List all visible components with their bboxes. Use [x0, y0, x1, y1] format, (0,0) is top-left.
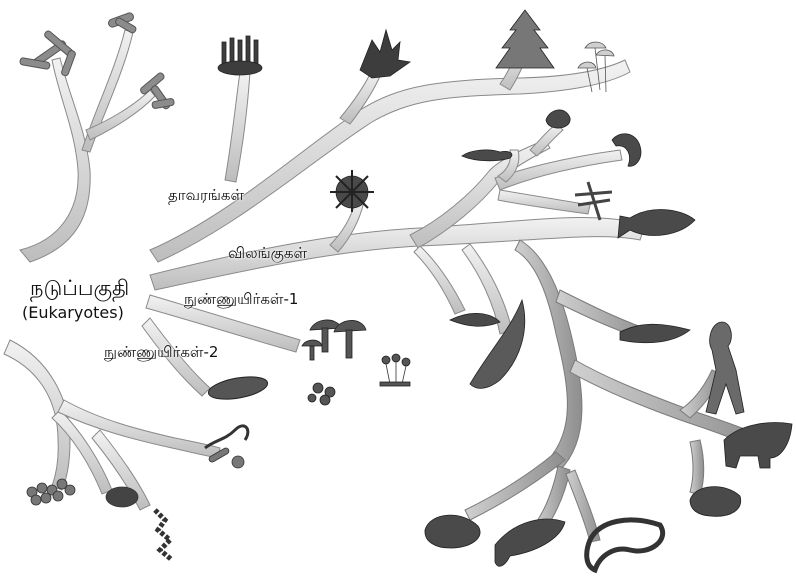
- round-bacteria: [232, 456, 244, 468]
- hedgehog: [690, 487, 741, 517]
- fern-plant: [360, 30, 410, 78]
- turtle: [425, 515, 480, 548]
- mold-stalks: [380, 354, 410, 386]
- label-plants: தாவரங்கள்: [168, 186, 244, 206]
- human: [706, 322, 744, 414]
- label-microbes-2: நுண்ணுயிர்கள்-2: [104, 343, 218, 363]
- label-root: நடுப்பகுதி: [30, 276, 129, 303]
- ciliate: [106, 487, 138, 507]
- fungi-organisms: [302, 320, 410, 405]
- sea-urchin: [330, 170, 374, 212]
- conifer-tree: [496, 10, 554, 68]
- label-root-sub: (Eukaryotes): [22, 303, 124, 322]
- paramecium: [207, 373, 270, 403]
- moss-plant: [218, 36, 262, 75]
- snake: [587, 520, 663, 570]
- ray: [450, 313, 500, 326]
- dragonfly: [575, 182, 612, 220]
- cocci-cluster: [27, 479, 75, 505]
- label-animals: விலங்குகள்: [228, 244, 307, 264]
- crustacean: [462, 150, 512, 161]
- small-mushrooms: [308, 383, 335, 405]
- chain-bacteria: [155, 510, 172, 560]
- lizard: [495, 519, 565, 566]
- beetle: [546, 110, 570, 128]
- mushroom-group: [302, 320, 366, 360]
- spirillum: [205, 426, 248, 448]
- label-microbes-1: நுண்ணுயிர்கள்-1: [184, 290, 298, 310]
